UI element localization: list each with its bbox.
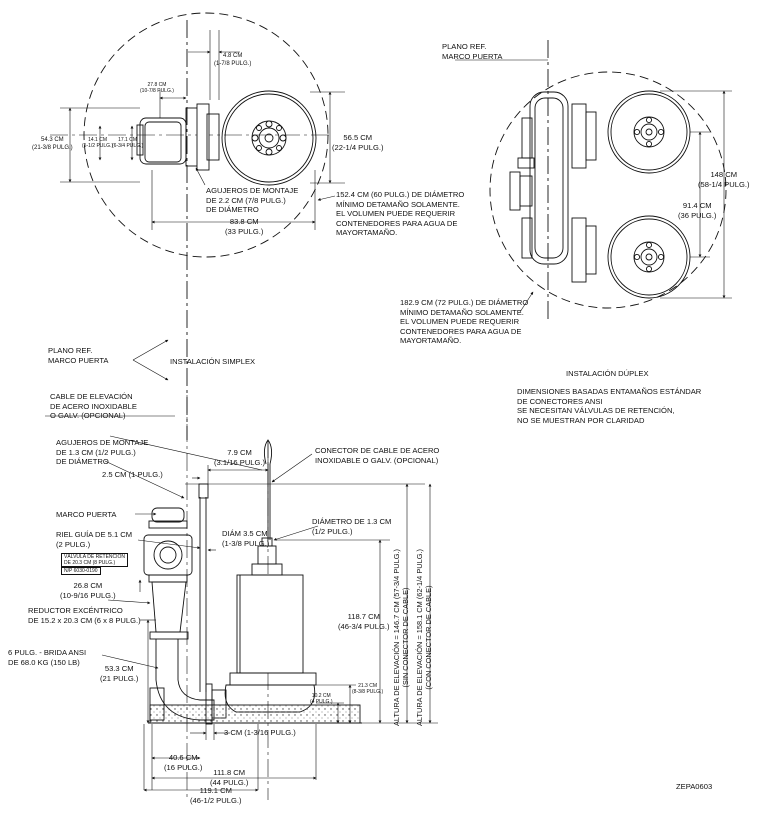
dim-91-4cm: 91.4 CM(36 PULG.)	[678, 201, 717, 220]
dim-27-8cm: 27.8 CM(10-7/8 PULG.)	[140, 82, 174, 94]
ref-leaders	[45, 339, 175, 417]
drawing-code: ZEPA0603	[676, 782, 713, 791]
part-number-box: N/P 6030-0190	[61, 567, 101, 575]
duplex-ref-label: PLANO REF.MARCO PUERTA	[442, 42, 503, 61]
hatch-frame-label: MARCO PUERTA	[56, 510, 117, 519]
simplex-title: INSTALACIÓN SIMPLEX	[170, 357, 256, 366]
dim-4-8cm: 4.8 CM(1-7/8 PULG.)	[214, 53, 252, 67]
duplex-title: INSTALACIÓN DÚPLEX	[566, 369, 649, 378]
dim-148cm: 148 CM(58-1/4 PULG.)	[698, 170, 750, 189]
dim-119-1cm: 119.1 CM(46-1/2 PULG.)	[190, 786, 242, 805]
duplex-top-view	[455, 40, 732, 322]
diameter-1-3cm-note: DIÁMETRO DE 1.3 CM(1/2 PULG.)	[312, 517, 392, 536]
dim-14-1cm: 14.1 CM(5-1/2 PULG.)	[82, 137, 114, 149]
elevation-view	[101, 395, 438, 800]
dim-2-5cm: 2.5 CM (1 PULG.)	[102, 470, 163, 479]
dim-17-1cm: 17.1 CM(6-3/4 PULG.)	[112, 137, 144, 149]
dim-54-3cm: 54.3 CM(21-3/8 PULG.)	[32, 137, 73, 151]
dim-21-3cm: 21.3 CM(8-3/8 PULG.)	[352, 683, 384, 695]
dim-40-6cm: 40.6 CM(16 PULG.)	[164, 753, 203, 772]
dim-10-2cm: 10.2 CM(4 PULG.)	[310, 693, 333, 705]
dim-56-5cm: 56.5 CM(22-1/4 PULG.)	[332, 133, 384, 152]
lift-height-with-connector: ALTURA DE ELEVACIÓN = 158.1 CM (62-1/4 P…	[415, 549, 433, 726]
guide-rail-note: RIEL GUÍA DE 5.1 CM(2 PULG.)	[56, 530, 133, 549]
dim-118-7cm: 118.7 CM(46-3/4 PULG.)	[338, 612, 390, 631]
lift-height-without-connector: ALTURA DE ELEVACIÓN = 146.7 CM (57-3/4 P…	[392, 549, 410, 726]
dim-7-9cm: 7.9 CM(3.1/16 PULG.)	[214, 448, 266, 467]
dim-26-8cm: 26.8 CM(10-9/16 PULG.)	[60, 581, 116, 600]
simplex-top-view	[50, 12, 345, 440]
dim-3cm: 3 CM (1-3/16 PULG.)	[224, 728, 296, 737]
simplex-ref-label: PLANO REF.MARCO PUERTA	[48, 346, 109, 365]
dim-53-3cm: 53.3 CM(21 PULG.)	[100, 664, 139, 683]
dim-111-8cm: 111.8 CM(44 PULG.)	[210, 768, 249, 787]
dim-83-8cm: 83.8 CM(33 PULG.)	[225, 217, 264, 236]
diameter-3-5cm-note: DIÁM 3.5 CM(1-3/8 PULG.)	[222, 529, 270, 548]
